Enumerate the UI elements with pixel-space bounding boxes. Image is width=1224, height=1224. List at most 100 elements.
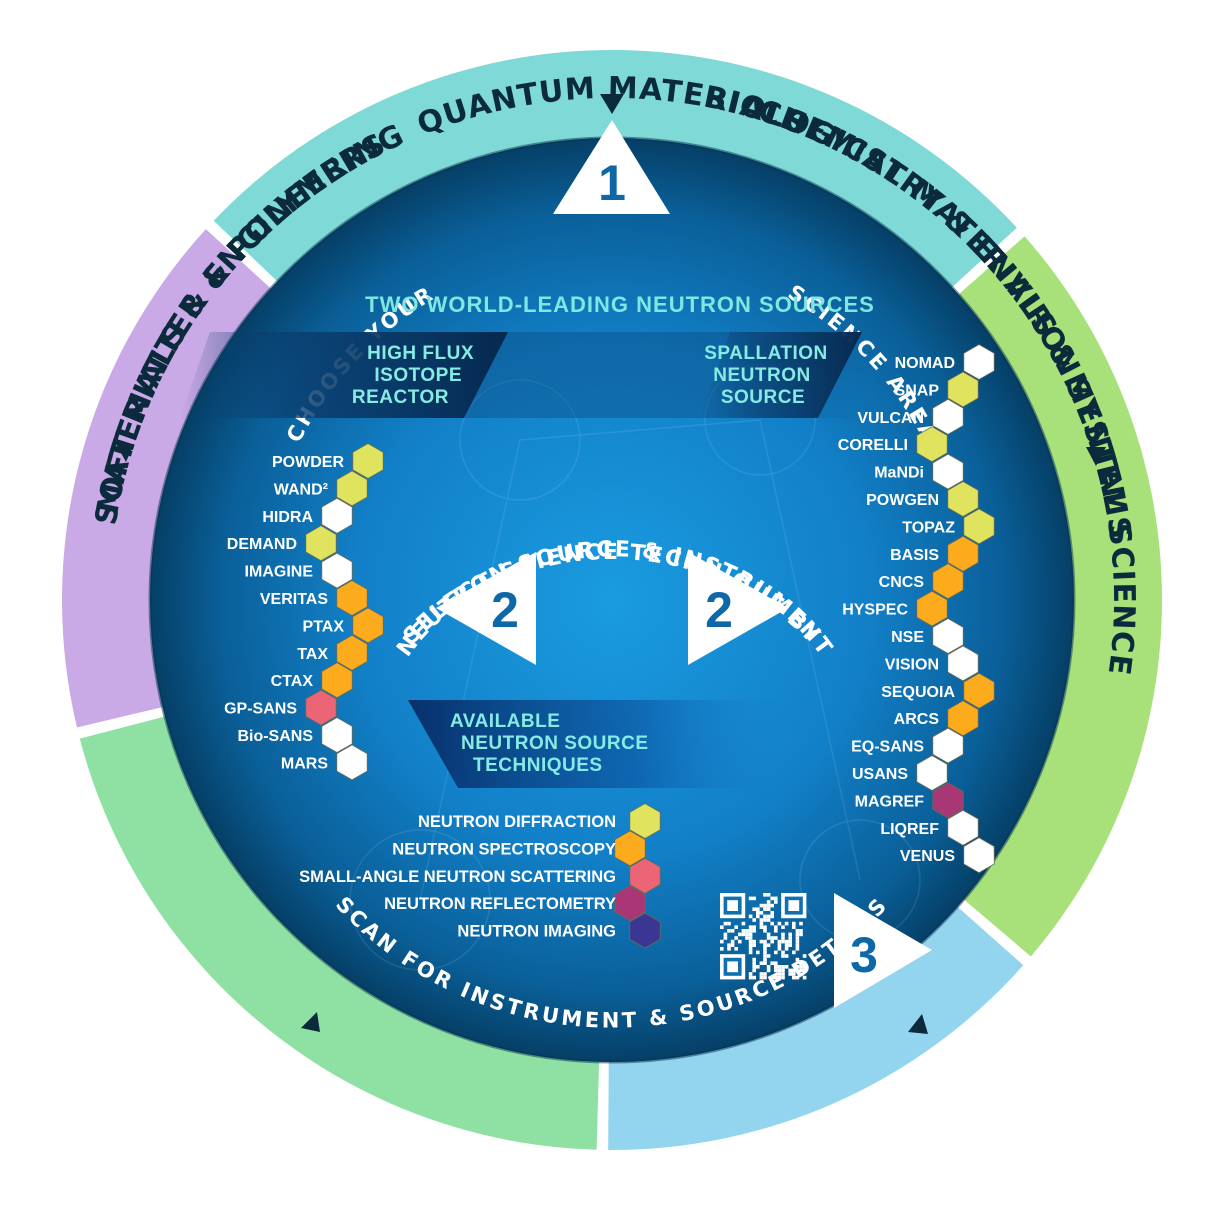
hexagon-diffraction-icon <box>916 426 948 463</box>
hexagon-spectroscopy-icon <box>916 590 948 627</box>
hexagon-spectroscopy-icon <box>947 535 979 572</box>
legend-item: NEUTRON IMAGING <box>457 912 661 949</box>
instrument-row[interactable]: CNCS <box>879 563 964 600</box>
instrument-label: DEMAND <box>227 536 297 553</box>
hexagon-none-icon <box>947 645 979 682</box>
sns-label[interactable]: SPALLATION NEUTRON SOURCE <box>704 343 828 408</box>
technique-legend: NEUTRON DIFFRACTION NEUTRON SPECTROSCOPYS… <box>299 803 661 949</box>
hexagon-none-icon <box>947 809 979 846</box>
instrument-row[interactable]: WAND² <box>274 470 368 507</box>
hexagon-none-icon <box>321 497 353 534</box>
instrument-row[interactable]: PTAX <box>303 607 384 644</box>
ring-segment-materials-engineering[interactable] <box>79 716 600 1150</box>
instrument-label: PTAX <box>303 618 345 635</box>
hexagon-diffraction-icon <box>352 443 384 479</box>
ring-segment-biological-materials-systems[interactable] <box>958 236 1162 957</box>
instrument-label: POWGEN <box>866 492 939 509</box>
ring-segment-chemistry-environmental-science[interactable] <box>608 906 1024 1150</box>
step1-triangle-icon <box>553 120 670 214</box>
instrument-row[interactable]: CORELLI <box>838 426 948 463</box>
legend-label: NEUTRON REFLECTOMETRY <box>384 895 616 913</box>
instrument-row[interactable]: IMAGINE <box>245 552 353 589</box>
instrument-label: USANS <box>852 766 908 783</box>
hexagon-spectroscopy-icon <box>947 700 979 737</box>
instrument-row[interactable]: NSE <box>891 618 964 654</box>
step2-right-number: 2 <box>705 582 733 638</box>
hexagon-none-icon <box>916 755 948 791</box>
instrument-row[interactable]: SEQUOIA <box>881 672 995 709</box>
instrument-label: SEQUOIA <box>881 684 955 701</box>
pointer-soft-matter-icon <box>116 444 134 462</box>
pointer-materials-icon <box>301 1012 320 1032</box>
step2-left-triangle-icon[interactable] <box>436 552 536 665</box>
instrument-row[interactable]: MaNDi <box>874 453 964 490</box>
instrument-row[interactable]: HYSPEC <box>842 590 948 627</box>
step2-left-number: 2 <box>491 582 519 638</box>
instrument-row[interactable]: Bio-SANS <box>237 717 353 753</box>
instrument-row[interactable]: TOPAZ <box>902 508 995 545</box>
step3-number: 3 <box>850 927 878 983</box>
instrument-row[interactable]: GP-SANS <box>224 689 337 726</box>
instrument-row[interactable]: USANS <box>852 755 948 791</box>
instrument-label: VULCAN <box>857 410 924 427</box>
legend-label: NEUTRON IMAGING <box>457 923 616 941</box>
svg-text:NEUTRON: NEUTRON <box>713 365 810 386</box>
instrument-row[interactable]: CTAX <box>271 662 353 699</box>
hfir-label[interactable]: HIGH FLUX ISOTOPE REACTOR <box>352 343 474 408</box>
instrument-label: GP-SANS <box>224 701 297 718</box>
instrument-row[interactable]: LIQREF <box>880 809 979 846</box>
instrument-label: LIQREF <box>880 821 939 838</box>
instrument-row[interactable]: VENUS <box>900 837 995 874</box>
instrument-label: HIDRA <box>262 509 313 526</box>
hfir-banner[interactable] <box>180 332 508 418</box>
instrument-label: NSE <box>891 629 924 646</box>
sns-banner[interactable] <box>700 332 862 418</box>
instrument-row[interactable]: VISION <box>885 645 979 682</box>
pointer-biological-icon <box>1086 447 1106 466</box>
legend-label: NEUTRON SPECTROSCOPY <box>392 840 616 858</box>
instrument-label: IMAGINE <box>245 564 314 581</box>
hexagon-spectroscopy-icon <box>963 672 995 709</box>
instrument-row[interactable]: POWGEN <box>866 481 979 517</box>
step2-right-triangle-icon[interactable] <box>688 552 788 665</box>
hexagon-spectroscopy-icon <box>336 580 368 616</box>
instrument-label: EQ-SANS <box>851 739 924 756</box>
hexagon-spectroscopy-icon <box>932 563 964 600</box>
instrument-label: VERITAS <box>260 591 328 608</box>
instrument-row[interactable]: BASIS <box>890 535 979 572</box>
instrument-row[interactable]: EQ-SANS <box>851 727 964 764</box>
legend-item: NEUTRON SPECTROSCOPY <box>392 830 646 867</box>
ring-segment-quantum-materials[interactable] <box>213 49 1017 288</box>
instrument-row[interactable]: HIDRA <box>262 497 353 534</box>
instrument-row[interactable]: SNAP <box>895 371 979 408</box>
instrument-label: MAGREF <box>855 793 925 810</box>
instrument-row[interactable]: NOMAD <box>895 344 995 380</box>
hexagon-spectroscopy-icon <box>336 634 368 671</box>
instrument-row[interactable]: VULCAN <box>857 398 964 435</box>
instrument-label: MaNDi <box>874 465 924 482</box>
segment-pointers <box>116 94 1106 1034</box>
hexagon-none-icon <box>932 398 964 435</box>
hexagon-diffraction-icon <box>947 481 979 517</box>
instrument-row[interactable]: TAX <box>297 634 368 671</box>
instrument-label: BASIS <box>890 547 939 564</box>
instrument-row[interactable]: POWDER <box>272 443 384 479</box>
instrument-row[interactable]: MARS <box>281 744 368 781</box>
hexagon-none-icon <box>932 727 964 764</box>
legend-label: NEUTRON DIFFRACTION <box>418 813 616 831</box>
instrument-label: VISION <box>885 656 939 673</box>
instrument-row[interactable]: VERITAS <box>260 580 368 616</box>
instrument-label: NOMAD <box>895 355 955 372</box>
techniques-banner-line2: NEUTRON SOURCE <box>461 733 649 754</box>
instrument-row[interactable]: DEMAND <box>227 525 337 562</box>
qr-code-icon[interactable] <box>720 893 807 980</box>
instrument-row[interactable]: MAGREF <box>855 782 964 819</box>
instrument-label: TAX <box>297 646 328 663</box>
instrument-label: ARCS <box>894 711 940 728</box>
hexagon-none-icon <box>321 717 353 753</box>
instrument-row[interactable]: ARCS <box>894 700 979 737</box>
step3-triangle-icon <box>834 893 932 1008</box>
instrument-label: CNCS <box>879 574 925 591</box>
legend-item: SMALL-ANGLE NEUTRON SCATTERING <box>299 857 661 894</box>
